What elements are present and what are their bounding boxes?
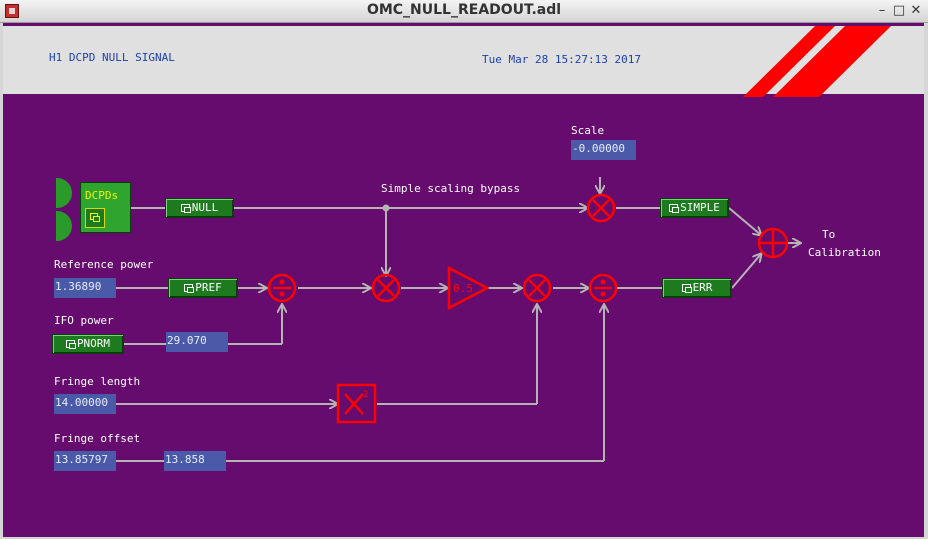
timestamp: Tue Mar 28 15:27:13 2017 — [482, 53, 641, 66]
window-title: OMC_NULL_READOUT.adl — [366, 2, 562, 18]
fringe-offset-readback: 13.858 — [164, 451, 226, 471]
pnorm-button-label: PNORM — [76, 337, 111, 350]
signal-wires: 0.5 2 — [116, 177, 924, 462]
related-display-icon — [681, 284, 692, 293]
dcpds-button[interactable]: DCPDs — [80, 182, 131, 233]
page-title: H1 DCPD NULL SIGNAL — [49, 51, 175, 64]
photodiode-icon — [56, 178, 72, 208]
pref-button-label: PREF — [195, 281, 222, 294]
simple-button-label: SIMPLE — [680, 201, 720, 214]
bypass-label: Simple scaling bypass — [381, 182, 521, 195]
multiply-icon — [371, 273, 401, 303]
header-stripe — [743, 26, 891, 97]
related-display-icon — [184, 284, 195, 293]
related-display-icon — [180, 204, 191, 213]
dcpds-label: DCPDs — [85, 189, 119, 202]
stripe-left — [743, 26, 835, 97]
ifo-power-readback: 29.070 — [166, 332, 228, 352]
reference-power-field[interactable]: 1.36890 — [54, 278, 116, 298]
pnorm-button[interactable]: PNORM — [52, 334, 124, 354]
medm-display: H1 DCPD NULL SIGNAL Tue Mar 28 15:27:13 … — [3, 23, 924, 537]
scale-label: Scale — [571, 124, 605, 137]
photodiode-icon — [56, 211, 72, 241]
square-icon: 2 — [336, 383, 377, 424]
window-titlebar[interactable]: OMC_NULL_READOUT.adl – □ ✕ — [0, 0, 928, 23]
square-exponent: 2 — [363, 390, 368, 400]
junction-dot — [382, 204, 390, 212]
null-button-label: NULL — [191, 201, 219, 214]
scale-field[interactable]: -0.00000 — [571, 140, 636, 160]
fringe-offset-label: Fringe offset — [54, 432, 141, 445]
signal-flow-diagram: 0.5 2 DCPDs Scale Simple scaling bypass … — [3, 94, 924, 537]
related-display-icon[interactable] — [85, 208, 105, 228]
stripe-main — [773, 26, 891, 97]
to-calibration-label-line2: Calibration — [808, 246, 881, 259]
gain-triangle-icon — [447, 265, 490, 311]
reference-power-label: Reference power — [54, 258, 154, 271]
simple-button[interactable]: SIMPLE — [660, 198, 729, 218]
header-banner: H1 DCPD NULL SIGNAL Tue Mar 28 15:27:13 … — [3, 23, 924, 97]
err-button[interactable]: ERR — [662, 278, 732, 298]
divide-icon — [267, 273, 297, 303]
close-button[interactable]: ✕ — [910, 3, 922, 18]
fringe-length-field[interactable]: 14.00000 — [54, 394, 116, 414]
maximize-button[interactable]: □ — [892, 3, 906, 18]
sum-icon — [757, 227, 789, 259]
pref-button[interactable]: PREF — [168, 278, 238, 298]
minimize-button[interactable]: – — [878, 3, 886, 18]
gain-value: 0.5 — [453, 282, 473, 295]
fringe-offset-field[interactable]: 13.85797 — [54, 451, 116, 471]
ifo-power-label: IFO power — [54, 314, 114, 327]
to-calibration-label-line1: To — [822, 228, 836, 241]
app-icon[interactable] — [5, 4, 19, 18]
err-button-label: ERR — [692, 281, 713, 294]
related-display-icon — [669, 204, 680, 213]
null-button[interactable]: NULL — [165, 198, 234, 218]
divide-icon — [588, 273, 618, 303]
multiply-icon — [586, 193, 616, 223]
related-display-icon — [65, 340, 76, 349]
multiply-icon — [522, 273, 552, 303]
fringe-length-label: Fringe length — [54, 375, 141, 388]
